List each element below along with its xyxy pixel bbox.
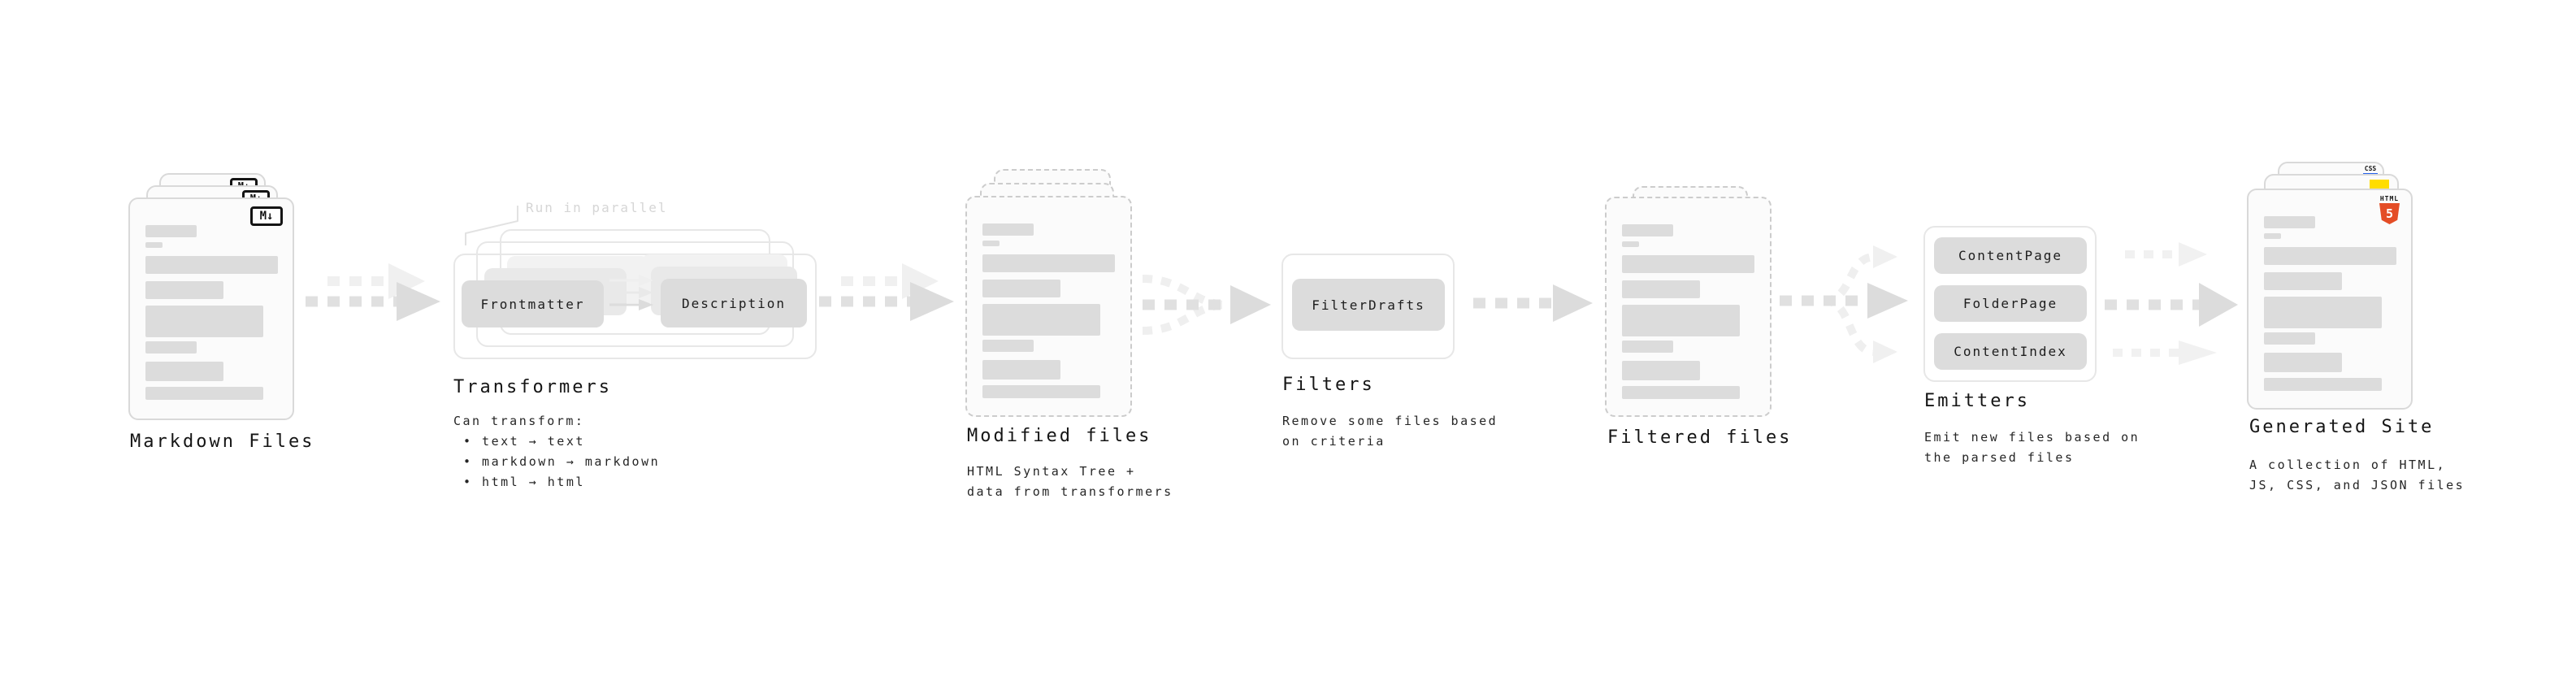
markdown-file-card: M↓ (128, 197, 294, 420)
text-line-bar (2264, 332, 2315, 345)
filters-description: on criteria (1282, 434, 1386, 449)
transformers-label: Transformers (453, 377, 612, 397)
text-line-bar (982, 340, 1034, 352)
text-line-bar (1622, 340, 1673, 353)
transformers-bullet: • markdown → markdown (463, 454, 661, 469)
generated-file-card-html: HTML 5 (2247, 189, 2413, 410)
filtered-file-card (1605, 197, 1772, 417)
text-line-bar (1622, 305, 1740, 336)
description-transformer-box: Description (661, 279, 807, 327)
run-in-parallel-annotation: Run in parallel (526, 200, 668, 215)
filters-description: Remove some files based (1282, 414, 1498, 428)
js-icon (2370, 180, 2389, 189)
text-line-bar (2264, 233, 2281, 239)
emitters-description: the parsed files (1924, 450, 2075, 465)
folderpage-emitter-box: FolderPage (1934, 285, 2087, 322)
text-line-bar (982, 280, 1060, 297)
arrow-emitters-to-generated (2105, 242, 2238, 365)
transformer-run-box-front (453, 254, 817, 359)
text-line-bar (982, 223, 1034, 236)
transformers-bullet: • html → html (463, 475, 585, 489)
transform-step-arrow (609, 275, 653, 286)
text-line-bar (145, 387, 263, 400)
text-line-bar (982, 360, 1060, 380)
modified-files-description: HTML Syntax Tree + (967, 464, 1136, 479)
text-line-bar (145, 362, 223, 381)
filterdrafts-box: FilterDrafts (1292, 279, 1445, 331)
emitters-description: Emit new files based on (1924, 430, 2140, 445)
filters-label: Filters (1282, 375, 1375, 395)
arrow-filtered-to-emitters (1780, 245, 1908, 363)
text-line-bar (145, 306, 263, 337)
frontmatter-transformer-box: Frontmatter (462, 280, 604, 327)
text-line-bar (145, 341, 197, 354)
text-line-bar (982, 241, 1000, 246)
markdown-icon: M↓ (250, 206, 283, 226)
generated-site-description: JS, CSS, and JSON files (2249, 478, 2465, 492)
text-line-bar (2264, 353, 2342, 372)
text-line-bar (2264, 378, 2382, 391)
transformers-description-title: Can transform: (453, 414, 585, 428)
text-line-bar (145, 256, 278, 274)
generated-site-label: Generated Site (2249, 417, 2435, 437)
emitters-label: Emitters (1924, 391, 2030, 411)
text-line-bar (2264, 216, 2315, 228)
arrow-transformers-to-modified (819, 263, 954, 321)
modified-files-label: Modified files (967, 426, 1152, 446)
transform-step-arrow (609, 287, 653, 298)
text-line-bar (1622, 241, 1639, 247)
text-line-bar (982, 304, 1100, 336)
annotation-callout-line (465, 206, 518, 245)
arrow-filters-to-filtered (1473, 284, 1593, 322)
filtered-files-label: Filtered files (1607, 427, 1793, 448)
contentindex-emitter-box: ContentIndex (1934, 333, 2087, 370)
text-line-bar (1622, 361, 1700, 380)
arrow-markdown-to-transformers (306, 263, 440, 321)
text-line-bar (2264, 297, 2382, 328)
generated-site-description: A collection of HTML, (2249, 458, 2447, 472)
transformers-bullet: • text → text (463, 434, 585, 449)
text-line-bar (145, 242, 163, 248)
text-line-bar (145, 225, 197, 237)
text-line-bar (1622, 255, 1754, 273)
text-line-bar (982, 385, 1100, 398)
text-line-bar (2264, 247, 2396, 265)
arrow-modified-to-filters (1142, 275, 1271, 335)
text-line-bar (2264, 272, 2342, 290)
html5-icon: HTML 5 (2379, 195, 2400, 224)
text-line-bar (982, 254, 1115, 272)
text-line-bar (145, 281, 223, 299)
contentpage-emitter-box: ContentPage (1934, 237, 2087, 274)
text-line-bar (1622, 280, 1700, 298)
markdown-files-label: Markdown Files (130, 432, 315, 452)
text-line-bar (1622, 224, 1673, 236)
modified-file-card (965, 196, 1132, 417)
text-line-bar (1622, 386, 1740, 399)
modified-files-description: data from transformers (967, 484, 1173, 499)
transform-step-arrow (609, 299, 653, 310)
